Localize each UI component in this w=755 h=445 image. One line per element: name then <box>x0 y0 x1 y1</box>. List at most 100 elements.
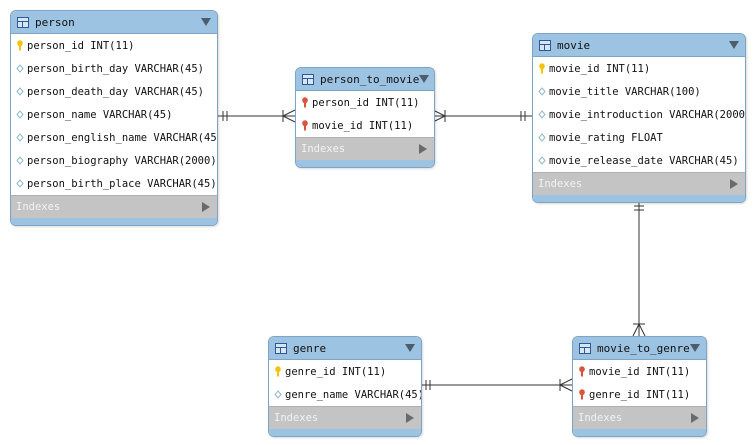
primary-key-icon <box>16 40 24 51</box>
many-marker <box>432 109 446 117</box>
indexes-section[interactable]: Indexes <box>533 172 745 195</box>
column-text: movie_id INT(11) <box>589 365 691 378</box>
column-text: person_name VARCHAR(45) <box>27 108 173 121</box>
many-marker <box>638 323 646 337</box>
column-row[interactable]: genre_id INT(11) <box>269 360 421 383</box>
table-title: genre <box>293 341 327 355</box>
table-title: person_to_movie <box>320 72 420 86</box>
column-text: genre_id INT(11) <box>589 388 691 401</box>
primary-key-icon <box>274 366 282 377</box>
column-row[interactable]: movie_rating FLOAT <box>533 126 745 149</box>
indexes-label: Indexes <box>301 143 346 155</box>
column-diamond-icon <box>538 155 546 166</box>
table-footer <box>269 429 421 436</box>
column-diamond-icon <box>16 63 24 74</box>
many-marker <box>632 323 640 337</box>
column-diamond-icon <box>274 389 282 400</box>
column-text: movie_id INT(11) <box>312 119 414 132</box>
column-diamond-icon <box>16 155 24 166</box>
primary-key-icon <box>538 63 546 74</box>
table-genre[interactable]: genre genre_id INT(11) genre_name VARCHAR(… <box>268 336 422 437</box>
column-row[interactable]: person_biography VARCHAR(2000) <box>11 149 217 172</box>
table-footer <box>11 218 217 225</box>
collapse-arrow-icon[interactable] <box>405 344 415 352</box>
table-footer <box>296 160 434 167</box>
column-row[interactable]: person_name VARCHAR(45) <box>11 103 217 126</box>
column-diamond-icon <box>538 109 546 120</box>
column-row[interactable]: movie_introduction VARCHAR(2000) <box>533 103 745 126</box>
table-footer <box>573 429 706 436</box>
column-row[interactable]: person_death_day VARCHAR(45) <box>11 80 217 103</box>
column-row[interactable]: person_id INT(11) <box>11 34 217 57</box>
table-title: movie <box>557 38 591 52</box>
column-diamond-icon <box>538 132 546 143</box>
many-marker <box>559 384 573 392</box>
column-row[interactable]: person_id INT(11) <box>296 91 434 114</box>
table-icon <box>17 16 29 28</box>
column-text: person_id INT(11) <box>27 39 135 52</box>
table-person[interactable]: person person_id INT(11) person_birth_day … <box>10 10 218 226</box>
foreign-key-icon <box>578 389 586 400</box>
column-text: movie_title VARCHAR(100) <box>549 85 701 98</box>
table-person-to-movie[interactable]: person_to_movie person_id INT(11) movie_id… <box>295 67 435 168</box>
column-text: movie_release_date VARCHAR(45) <box>549 154 739 167</box>
indexes-label: Indexes <box>16 201 61 213</box>
table-header[interactable]: person <box>11 11 217 34</box>
column-row[interactable]: person_english_name VARCHAR(45) <box>11 126 217 149</box>
collapse-arrow-icon[interactable] <box>729 41 739 49</box>
table-movie[interactable]: movie movie_id INT(11) movie_title VARCHAR… <box>532 33 746 203</box>
indexes-section[interactable]: Indexes <box>269 406 421 429</box>
indexes-arrow-icon[interactable] <box>730 179 738 189</box>
many-marker <box>559 378 573 386</box>
collapse-arrow-icon[interactable] <box>690 344 700 352</box>
column-row[interactable]: person_birth_place VARCHAR(45) <box>11 172 217 195</box>
column-row[interactable]: genre_id INT(11) <box>573 383 706 406</box>
column-diamond-icon <box>16 132 24 143</box>
column-diamond-icon <box>16 86 24 97</box>
table-header[interactable]: person_to_movie <box>296 68 434 91</box>
table-footer <box>533 195 745 202</box>
many-marker <box>432 115 446 123</box>
indexes-arrow-icon[interactable] <box>419 144 427 154</box>
column-row[interactable]: movie_id INT(11) <box>296 114 434 137</box>
table-title: movie_to_genre <box>597 341 690 355</box>
column-row[interactable]: genre_name VARCHAR(45) <box>269 383 421 406</box>
collapse-arrow-icon[interactable] <box>419 75 430 83</box>
column-row[interactable]: movie_id INT(11) <box>533 57 745 80</box>
column-text: person_id INT(11) <box>312 96 420 109</box>
column-row[interactable]: movie_release_date VARCHAR(45) <box>533 149 745 172</box>
column-text: person_biography VARCHAR(2000) <box>27 154 217 167</box>
indexes-arrow-icon[interactable] <box>202 202 210 212</box>
table-icon <box>275 342 287 354</box>
foreign-key-icon <box>301 97 309 108</box>
column-diamond-icon <box>16 109 24 120</box>
foreign-key-icon <box>578 366 586 377</box>
indexes-section[interactable]: Indexes <box>573 406 706 429</box>
indexes-label: Indexes <box>578 412 623 424</box>
table-header[interactable]: movie_to_genre <box>573 337 706 360</box>
column-row[interactable]: movie_id INT(11) <box>573 360 706 383</box>
indexes-arrow-icon[interactable] <box>406 413 414 423</box>
column-text: movie_introduction VARCHAR(2000) <box>549 108 746 121</box>
column-text: genre_name VARCHAR(45) <box>285 388 422 401</box>
indexes-section[interactable]: Indexes <box>11 195 217 218</box>
indexes-section[interactable]: Indexes <box>296 137 434 160</box>
table-header[interactable]: genre <box>269 337 421 360</box>
many-marker <box>282 109 296 117</box>
table-header[interactable]: movie <box>533 34 745 57</box>
indexes-label: Indexes <box>538 178 583 190</box>
table-movie-to-genre[interactable]: movie_to_genre movie_id INT(11) genre_id I… <box>572 336 707 437</box>
table-icon <box>579 342 591 354</box>
column-diamond-icon <box>16 178 24 189</box>
table-icon <box>539 39 551 51</box>
column-text: genre_id INT(11) <box>285 365 387 378</box>
indexes-label: Indexes <box>274 412 319 424</box>
foreign-key-icon <box>301 120 309 131</box>
collapse-arrow-icon[interactable] <box>201 18 211 26</box>
table-icon <box>302 73 314 85</box>
column-text: person_birth_place VARCHAR(45) <box>27 177 217 190</box>
column-text: person_birth_day VARCHAR(45) <box>27 62 205 75</box>
indexes-arrow-icon[interactable] <box>691 413 699 423</box>
column-row[interactable]: movie_title VARCHAR(100) <box>533 80 745 103</box>
column-row[interactable]: person_birth_day VARCHAR(45) <box>11 57 217 80</box>
